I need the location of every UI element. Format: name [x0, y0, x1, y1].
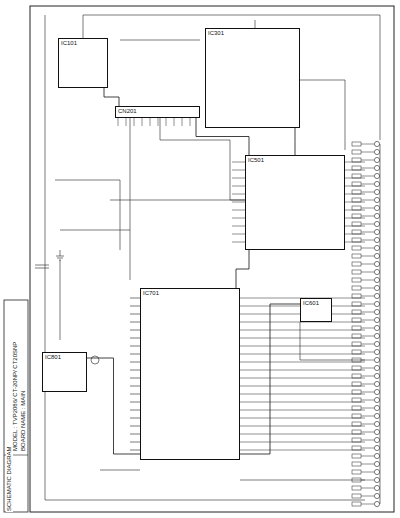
- wire: [295, 128, 296, 155]
- part-ref: IC601: [301, 299, 331, 308]
- wire: [104, 88, 119, 106]
- ic-block: IC701: [140, 288, 240, 460]
- title-block: [4, 300, 28, 512]
- ic-block: IC801: [42, 352, 87, 392]
- title-text: MODEL : TVP2086/ CT-20NP/ CT20SNP: [12, 341, 19, 452]
- part-ref: IC501: [246, 156, 344, 165]
- title-text: SCHEMATIC DIAGRAM: [6, 445, 13, 512]
- wire: [240, 304, 300, 454]
- ic-block: IC601: [300, 298, 332, 322]
- ic-block: IC501: [245, 155, 345, 250]
- title-text: BOARD NAME : MAIN: [20, 390, 27, 452]
- connector-terminals: [352, 141, 380, 506]
- part-ref: IC301: [206, 29, 299, 38]
- wires: [45, 15, 380, 500]
- ic-block: IC301: [205, 28, 300, 128]
- wire: [236, 250, 249, 288]
- part-ref: IC101: [59, 39, 107, 48]
- part-ref: CN201: [116, 107, 199, 116]
- wire: [87, 358, 140, 454]
- part-ref: IC801: [43, 353, 86, 362]
- part-ref: IC701: [141, 289, 239, 298]
- ic-block: CN201: [115, 106, 200, 118]
- ic-block: IC101: [58, 38, 108, 88]
- frame: [30, 6, 394, 512]
